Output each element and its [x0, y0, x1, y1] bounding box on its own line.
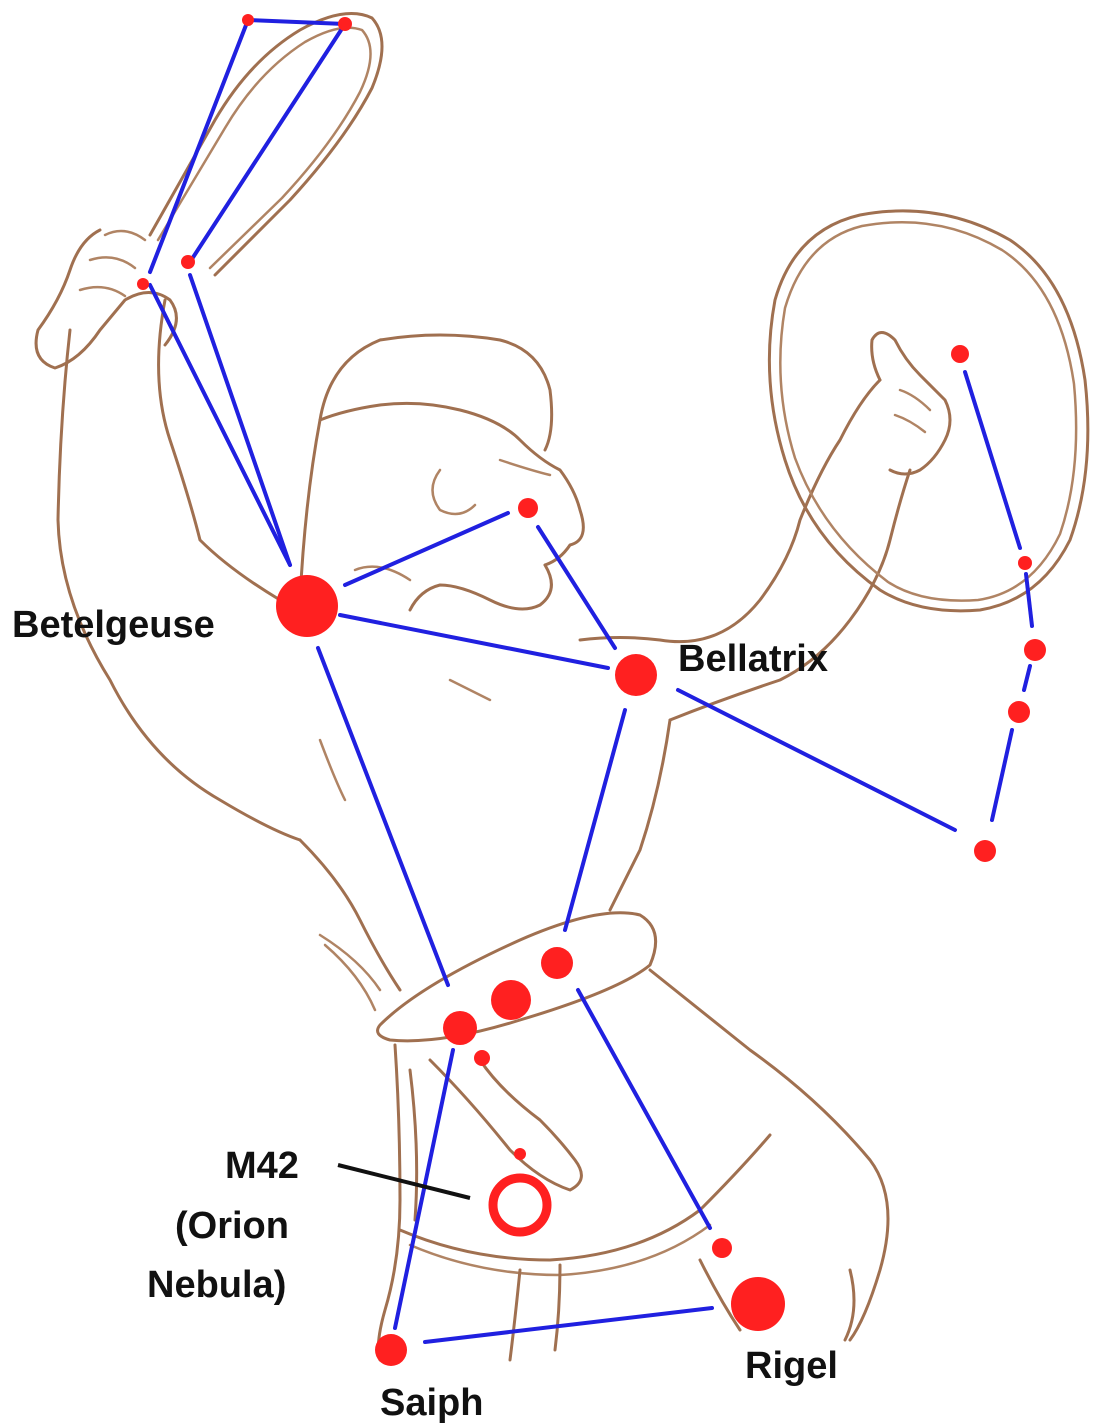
line-head-bellatrix	[538, 527, 615, 648]
star-shield-5	[974, 840, 996, 862]
line-belt-rigel	[578, 990, 710, 1228]
star-saiph	[375, 1334, 407, 1366]
star-sword-tip	[514, 1148, 526, 1160]
star-club-hand-left	[137, 278, 149, 290]
star-sword-upper	[474, 1050, 490, 1066]
line-club-right	[190, 24, 345, 262]
line-betelgeuse-bellatrix	[340, 615, 608, 668]
label-rigel: Rigel	[745, 1345, 838, 1387]
label-saiph: Saiph	[380, 1382, 483, 1424]
star-club-top-left	[242, 14, 254, 26]
line-betelgeuse-belt	[318, 648, 448, 985]
line-betelgeuse-head	[345, 513, 508, 585]
line-belt-saiph	[395, 1050, 453, 1328]
label-m42-nebula: Nebula)	[147, 1264, 286, 1306]
label-betelgeuse: Betelgeuse	[12, 604, 215, 646]
line-shield-3	[1024, 666, 1030, 690]
line-shield-4	[992, 730, 1012, 820]
star-belt-mintaka	[541, 947, 573, 979]
m42-pointer-line	[338, 1165, 470, 1198]
star-near-rigel	[712, 1238, 732, 1258]
line-saiph-rigel	[425, 1308, 712, 1342]
line-bellatrix-shield	[678, 690, 955, 830]
line-shield-1	[965, 372, 1020, 548]
star-shield-3	[1024, 639, 1046, 661]
label-m42-orion: (Orion	[175, 1205, 289, 1247]
line-club-left	[150, 20, 248, 272]
line-shield-2	[1026, 574, 1032, 626]
labels: Betelgeuse Bellatrix M42 (Orion Nebula) …	[12, 604, 838, 1424]
m42-orion-nebula-marker	[493, 1178, 547, 1232]
star-belt-alnilam	[491, 980, 531, 1020]
label-m42: M42	[225, 1145, 299, 1187]
star-shield-2	[1018, 556, 1032, 570]
star-club-top-right	[338, 17, 352, 31]
line-club-betelgeuse-a	[150, 285, 290, 565]
star-rigel	[731, 1277, 785, 1331]
line-club-top	[248, 20, 345, 24]
star-club-hand-right	[181, 255, 195, 269]
hunter-figure-outline	[36, 14, 1088, 1360]
line-club-betelgeuse-b	[190, 275, 290, 565]
star-belt-alnitak	[443, 1011, 477, 1045]
star-bellatrix	[615, 654, 657, 696]
constellation-lines	[150, 20, 1032, 1342]
star-betelgeuse	[276, 575, 338, 637]
label-bellatrix: Bellatrix	[678, 638, 828, 680]
star-meissa-head	[518, 498, 538, 518]
star-shield-4	[1008, 701, 1030, 723]
star-shield-1	[951, 345, 969, 363]
